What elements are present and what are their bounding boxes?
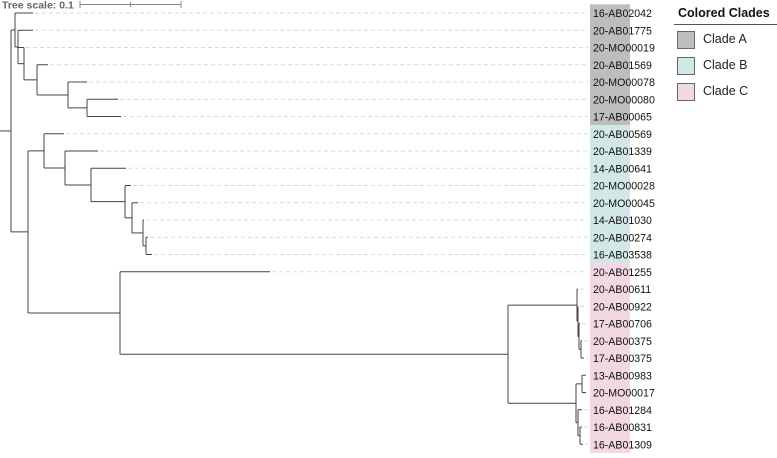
clade-b-swatch <box>677 57 695 75</box>
legend-title: Colored Clades <box>678 6 770 20</box>
tip-label: 20-AB00274 <box>593 232 652 244</box>
clade-a-swatch <box>677 31 695 49</box>
tip-label: 20-AB01255 <box>593 267 652 279</box>
tip-label: 17-AB00706 <box>593 319 652 331</box>
tip-label: 20-AB01775 <box>593 25 652 37</box>
tip-label: 20-MO00017 <box>593 388 655 400</box>
legend-item-label: Clade B <box>703 58 748 72</box>
tree-branches <box>0 12 586 445</box>
tip-label: 16-AB03538 <box>593 250 652 262</box>
legend-divider <box>674 24 777 25</box>
tip-label: 13-AB00983 <box>593 370 652 382</box>
tip-label: 17-AB00065 <box>593 112 652 124</box>
tip-label: 20-MO00028 <box>593 181 655 193</box>
clade-band-clade-b <box>590 125 630 264</box>
tip-label: 20-AB00375 <box>593 336 652 348</box>
tip-label: 16-AB01309 <box>593 439 652 451</box>
legend-item-label: Clade A <box>703 32 747 46</box>
tip-label: 17-AB00375 <box>593 353 652 365</box>
tree-scale-label: Tree scale: 0.1 <box>2 0 74 12</box>
tip-label: 20-AB00611 <box>593 284 651 296</box>
tip-label: 14-AB01030 <box>593 215 652 227</box>
phylogenetic-tree: 16-AB02042 20-AB01775 20-MO00019 20-AB01569… <box>0 0 655 453</box>
tip-label: 20-AB01339 <box>593 146 652 158</box>
tip-label: 14-AB00641 <box>593 163 652 175</box>
tip-label: 16-AB01284 <box>593 405 652 417</box>
clade-band-clade-a <box>590 4 630 126</box>
tip-labels: 16-AB02042 20-AB01775 20-MO00019 20-AB01569… <box>593 8 655 451</box>
legend-item-clade-a: Clade A <box>677 31 777 49</box>
legend-item-label: Clade C <box>703 84 749 98</box>
clade-legend: Colored Clades Clade A Clade B Clade C <box>672 0 777 112</box>
legend-item-clade-c: Clade C <box>677 83 777 101</box>
tip-label: 20-MO00080 <box>593 94 655 106</box>
tip-label: 20-MO00078 <box>593 77 655 89</box>
tip-label: 20-AB00922 <box>593 301 652 313</box>
tip-label: 20-AB01569 <box>593 60 652 72</box>
clade-band-clade-c <box>590 263 630 453</box>
tip-label: 16-AB00831 <box>593 422 652 434</box>
clade-c-swatch <box>677 83 695 101</box>
tip-label: 16-AB02042 <box>593 8 652 20</box>
tip-label: 20-MO00045 <box>593 198 655 210</box>
tip-label: 20-MO00019 <box>593 43 655 55</box>
clade-color-bands <box>590 4 630 453</box>
legend-item-clade-b: Clade B <box>677 57 777 75</box>
tree-scale: Tree scale: 0.1 <box>2 0 182 12</box>
tip-guide-lines <box>19 12 588 445</box>
tip-label: 20-AB00569 <box>593 129 652 141</box>
